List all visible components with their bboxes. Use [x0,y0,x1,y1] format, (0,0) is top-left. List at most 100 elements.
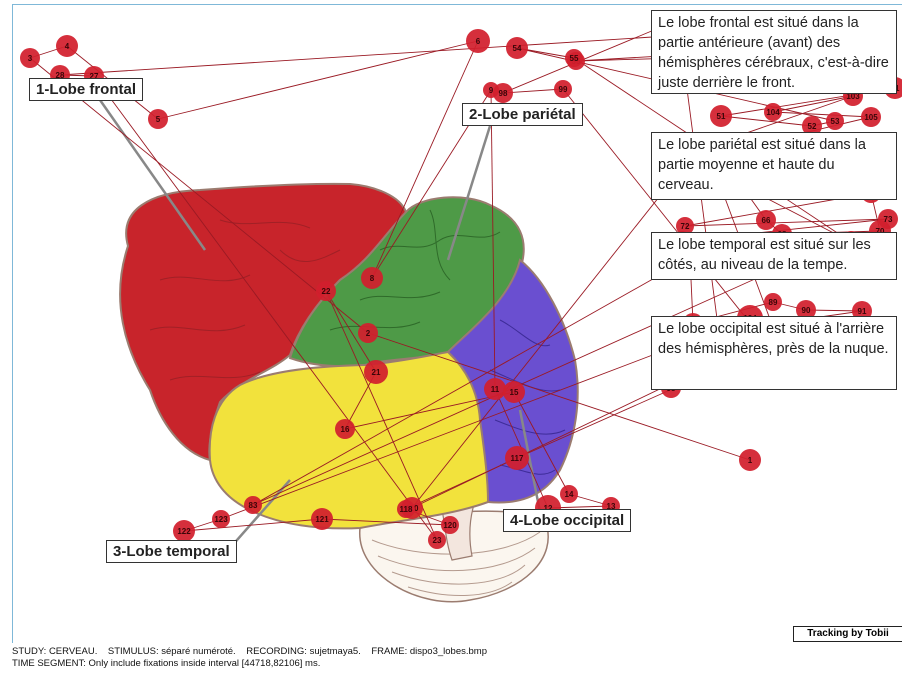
fixation-number: 53 [831,117,840,126]
saccade-line [252,259,798,506]
fixation-number: 9 [489,86,494,95]
fixation-104: 104 [764,103,782,121]
saccade-line [684,218,889,227]
saccade-line [502,88,564,94]
fixation-marker [358,323,378,343]
lobe-label-occipital: 4-Lobe occipital [503,509,632,532]
fixation-5: 5 [148,109,168,129]
fixation-number: 55 [570,54,579,63]
saccade-line [367,332,751,461]
fixation-marker [484,378,506,400]
fixation-marker [493,83,513,103]
fixation-2: 2 [358,323,378,343]
fixation-number: 15 [510,388,519,397]
fixation-120: 120 [441,516,459,534]
fixation-number: 70 [876,227,885,236]
fixation-1: 1 [739,449,761,471]
fixation-marker [826,112,844,130]
lobe-label-parietal: 2-Lobe pariétal [462,103,583,126]
fixation-number: 14 [565,490,574,499]
fixation-number: 51 [717,112,726,121]
fixation-marker [878,209,898,229]
fixation-6: 6 [466,29,490,53]
fixation-marker [428,531,446,549]
description-occipital: Le lobe occipital est situé à l'arrière … [651,316,897,390]
fixation-117: 117 [505,446,529,470]
saccade-line [252,257,691,506]
saccade-line [157,40,479,120]
fixation-number: 104 [766,108,780,117]
fixation-marker [764,293,782,311]
fixation-marker [503,381,525,403]
fixation-number: 8 [370,274,375,283]
recording-info: STUDY: CERVEAU. STIMULUS: séparé numérot… [12,646,487,670]
fixation-number: 23 [433,536,442,545]
temporal-lobe [208,350,490,530]
fixation-marker [505,446,529,470]
fixation-marker [676,217,694,235]
fixation-73: 73 [878,209,898,229]
saccade-line [502,19,679,94]
fixation-marker [397,500,415,518]
saccade-line [411,162,687,509]
fixation-121: 121 [311,508,333,530]
fixation-16: 16 [335,419,355,439]
lobe-label-temporal: 3-Lobe temporal [106,540,237,563]
fixation-marker [565,49,583,67]
fixation-number: 99 [559,85,568,94]
fixation-8: 8 [361,267,383,289]
fixation-122: 122 [173,520,195,542]
fixation-89: 89 [764,293,782,311]
lobe-label-frontal: 1-Lobe frontal [29,78,143,101]
fixation-marker [756,210,776,230]
fixation-number: 83 [249,501,258,510]
fixation-number: 73 [884,215,893,224]
fixation-55: 55 [565,49,583,67]
fixation-marker [20,48,40,68]
fixation-number: 12 [544,504,553,513]
frontal-sulci [149,219,341,381]
fixation-23: 23 [428,531,446,549]
fixation-marker [244,496,262,514]
fixation-marker [764,103,782,121]
fixation-number: 89 [769,298,778,307]
fixation-marker [441,516,459,534]
fixation-marker [554,80,572,98]
fixation-marker [361,267,383,289]
saccade-line [93,75,438,541]
tracking-badge: Tracking by Tobii [793,626,902,642]
fixation-number: 2 [366,329,371,338]
fixation-number: 122 [177,527,191,536]
fixation-marker [364,360,388,384]
fixation-number: 66 [762,216,771,225]
footer-time-segment: TIME SEGMENT: Only include fixations ins… [12,658,321,669]
fixation-54: 54 [506,37,528,59]
fixation-90: 90 [796,300,816,320]
fixation-4: 4 [56,35,78,57]
fixation-number: 4 [65,42,70,51]
label-pointers [98,99,542,549]
saccade-line [325,290,377,373]
fixation-number: 120 [443,521,457,530]
saccade-line [405,457,518,510]
description-frontal: Le lobe frontal est situé dans la partie… [651,10,897,94]
fixation-118: 118 [397,500,415,518]
fixation-14: 14 [560,485,578,503]
fixation-number: 16 [341,425,350,434]
saccade-line [371,40,479,279]
description-temporal: Le lobe temporal est situé sur les côtés… [651,232,897,280]
fixation-number: 123 [214,515,228,524]
fixation-number: 121 [315,515,329,524]
saccade-line [772,95,854,113]
fixation-number: 21 [372,368,381,377]
fixation-number: 5 [156,115,161,124]
fixation-number: 3 [28,54,33,63]
saccade-line [325,290,438,541]
fixation-99: 99 [554,80,572,98]
fixation-number: 28 [56,71,65,80]
fixation-105: 105 [861,107,881,127]
fixation-number: 117 [511,454,524,463]
fixation-53: 53 [826,112,844,130]
fixation-123: 123 [212,510,230,528]
fixation-marker [335,419,355,439]
